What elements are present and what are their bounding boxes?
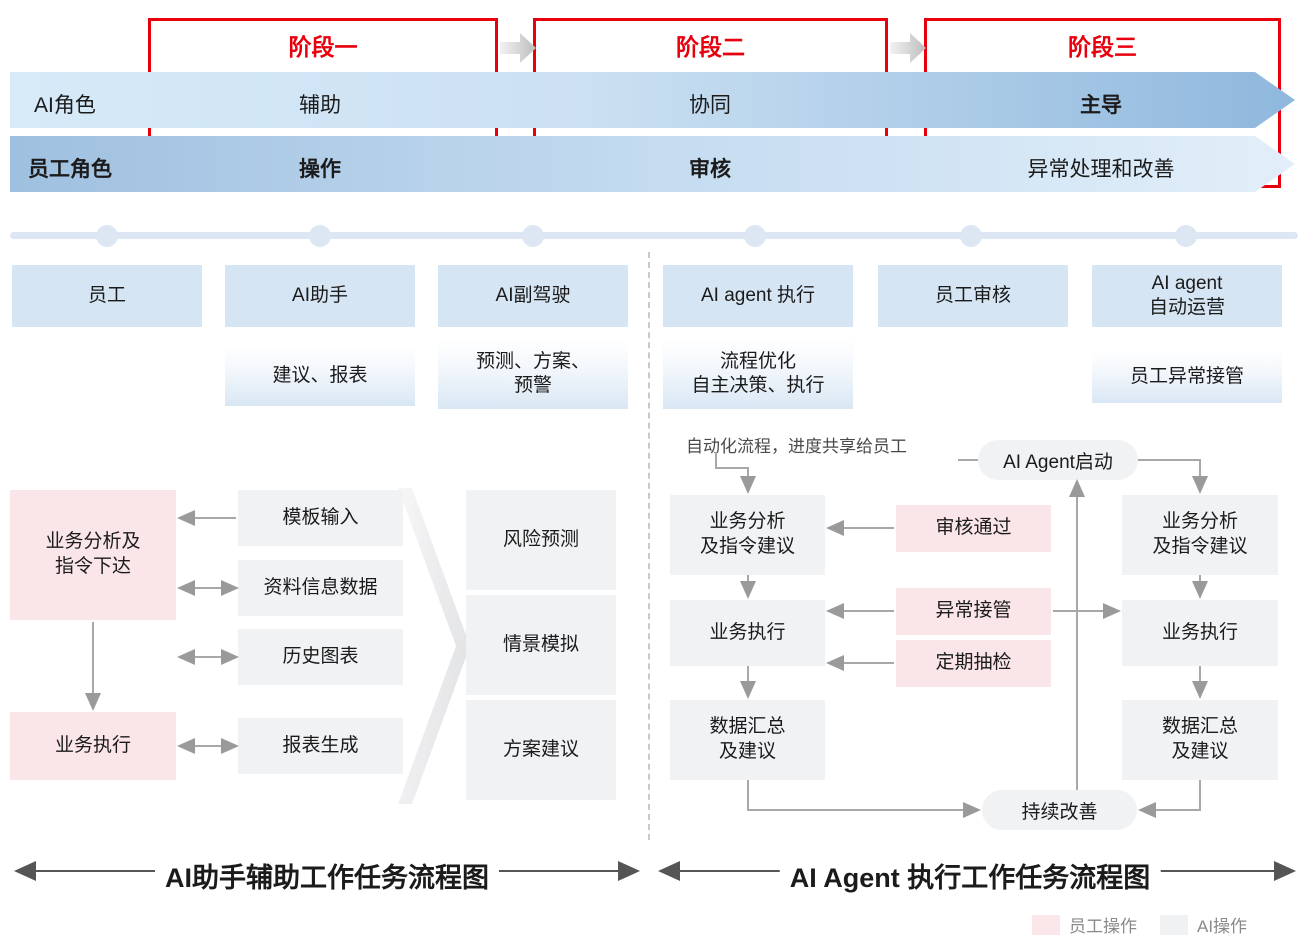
ai-role-bar	[10, 72, 1295, 128]
stage-card-secondary-2[interactable]: 建议、报表	[225, 346, 415, 406]
phase-arrow-1-2	[500, 33, 536, 63]
ai-role-bar-name: AI角色	[34, 94, 96, 117]
left-pink-box-analysis[interactable]: 业务分析及 指令下达	[10, 490, 176, 620]
legend-label-ai: AI操作	[1197, 917, 1248, 936]
footer-title-right: AI Agent 执行工作任务流程图	[779, 856, 1161, 895]
stage-card-primary-3[interactable]: AI副驾驶	[438, 265, 628, 327]
right-mid-box-spotcheck[interactable]: 定期抽检	[896, 640, 1051, 687]
left-flow-chevron	[398, 488, 470, 804]
stage-card-primary-2[interactable]: AI助手	[225, 265, 415, 327]
ai-role-cell-1: 辅助	[299, 94, 341, 117]
stage-card-primary-1[interactable]: 员工	[12, 265, 202, 327]
right-flow-note: 自动化流程，进度共享给员工	[686, 437, 907, 456]
left-out-box-proposal[interactable]: 方案建议	[466, 700, 616, 800]
legend-swatch-ai	[1160, 914, 1188, 935]
legend: 员工操作 AI操作	[1032, 912, 1247, 937]
right-left-box-exec[interactable]: 业务执行	[670, 600, 825, 666]
timeline-dot-6	[1175, 225, 1197, 247]
stage-card-secondary-4[interactable]: 流程优化 自主决策、执行	[663, 339, 853, 409]
left-gray-box-history[interactable]: 历史图表	[238, 629, 403, 685]
stage-card-primary-6[interactable]: AI agent 自动运营	[1092, 265, 1282, 327]
left-gray-box-data[interactable]: 资料信息数据	[238, 560, 403, 616]
staff-role-cell-1: 操作	[299, 158, 341, 181]
phase-label-2: 阶段二	[676, 34, 745, 60]
staff-role-bar	[10, 136, 1295, 192]
left-gray-box-template[interactable]: 模板输入	[238, 490, 403, 546]
right-right-box-exec[interactable]: 业务执行	[1122, 600, 1278, 666]
legend-label-staff: 员工操作	[1069, 917, 1137, 936]
stage-card-secondary-6[interactable]: 员工异常接管	[1092, 351, 1282, 403]
right-left-box-summary[interactable]: 数据汇总 及建议	[670, 700, 825, 780]
phase-arrow-2-3	[890, 33, 926, 63]
phase-label-1: 阶段一	[288, 34, 358, 60]
timeline-dot-4	[744, 225, 766, 247]
timeline-dot-5	[960, 225, 982, 247]
phase-label-3: 阶段三	[1068, 34, 1137, 60]
stage-card-secondary-3[interactable]: 预测、方案、 预警	[438, 339, 628, 409]
right-mid-box-takeover[interactable]: 异常接管	[896, 588, 1051, 635]
right-left-box-analysis[interactable]: 业务分析 及指令建议	[670, 495, 825, 575]
right-right-box-analysis[interactable]: 业务分析 及指令建议	[1122, 495, 1278, 575]
pill-agent-start[interactable]: AI Agent启动	[978, 440, 1138, 480]
left-out-box-risk[interactable]: 风险预测	[466, 490, 616, 590]
ai-role-cell-2: 协同	[689, 94, 731, 117]
stage-card-primary-4[interactable]: AI agent 执行	[663, 265, 853, 327]
left-gray-box-report[interactable]: 报表生成	[238, 718, 403, 774]
left-out-box-scenario[interactable]: 情景模拟	[466, 595, 616, 695]
legend-swatch-staff	[1032, 914, 1060, 935]
left-pink-box-exec[interactable]: 业务执行	[10, 712, 176, 780]
pill-continuous-improve[interactable]: 持续改善	[982, 790, 1137, 830]
stage-card-primary-5[interactable]: 员工审核	[878, 265, 1068, 327]
right-right-box-summary[interactable]: 数据汇总 及建议	[1122, 700, 1278, 780]
center-divider	[648, 252, 650, 840]
staff-role-bar-name: 员工角色	[28, 158, 112, 181]
timeline-dot-3	[522, 225, 544, 247]
staff-role-cell-3: 异常处理和改善	[1027, 158, 1175, 181]
ai-role-cell-3: 主导	[1080, 94, 1122, 117]
staff-role-cell-2: 审核	[689, 158, 731, 181]
footer-title-left: AI助手辅助工作任务流程图	[155, 856, 499, 895]
timeline-dot-1	[96, 225, 118, 247]
timeline-track	[10, 232, 1298, 239]
timeline-dot-2	[309, 225, 331, 247]
right-mid-box-approved[interactable]: 审核通过	[896, 505, 1051, 552]
